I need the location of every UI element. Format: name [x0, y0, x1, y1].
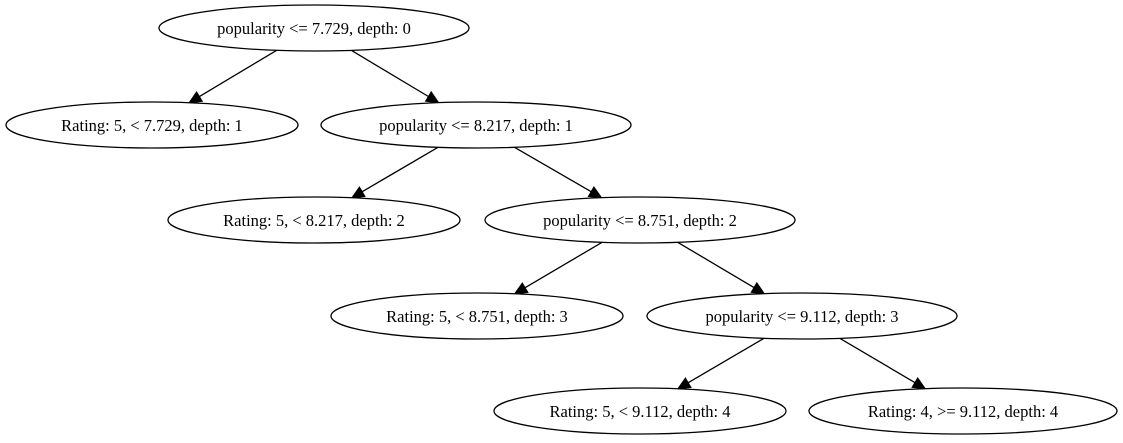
node-ellipse — [646, 292, 958, 340]
node-ellipse — [320, 101, 632, 149]
edge-line — [524, 241, 603, 289]
edge-n6-n7 — [676, 337, 765, 390]
arrowhead-icon — [587, 185, 603, 199]
edge-n2-n3 — [350, 146, 439, 199]
edge-line — [350, 49, 429, 98]
arrowhead-icon — [424, 90, 440, 104]
arrowhead-icon — [188, 90, 204, 104]
edge-n4-n6 — [677, 241, 766, 295]
nodes-layer: popularity <= 7.729, depth: 0 Rating: 5, … — [5, 4, 1118, 435]
arrowhead-icon — [750, 281, 766, 295]
node-ellipse — [493, 387, 787, 435]
edge-n0-n1 — [188, 49, 278, 104]
tree-node-n6: popularity <= 9.112, depth: 3 — [646, 292, 958, 340]
tree-node-n2: popularity <= 8.217, depth: 1 — [320, 101, 632, 149]
node-ellipse — [167, 196, 461, 244]
edge-line — [361, 146, 439, 193]
node-label: Rating: 5, < 9.112, depth: 4 — [549, 402, 730, 421]
node-label: popularity <= 9.112, depth: 3 — [705, 307, 898, 326]
tree-node-n3: Rating: 5, < 8.217, depth: 2 — [167, 196, 461, 244]
edge-line — [687, 337, 765, 384]
edge-line — [839, 337, 916, 384]
edge-n4-n5 — [513, 241, 603, 295]
node-ellipse — [808, 387, 1118, 435]
node-ellipse — [5, 101, 299, 149]
node-ellipse — [484, 196, 796, 244]
tree-node-n7: Rating: 5, < 9.112, depth: 4 — [493, 387, 787, 435]
node-label: Rating: 5, < 7.729, depth: 1 — [61, 116, 243, 135]
tree-node-n1: Rating: 5, < 7.729, depth: 1 — [5, 101, 299, 149]
tree-node-n5: Rating: 5, < 8.751, depth: 3 — [330, 292, 624, 340]
node-label: Rating: 4, >= 9.112, depth: 4 — [868, 402, 1058, 421]
edge-n0-n2 — [350, 49, 440, 104]
node-ellipse — [330, 292, 624, 340]
node-label: Rating: 5, < 8.751, depth: 3 — [386, 307, 568, 326]
node-label: popularity <= 8.751, depth: 2 — [543, 211, 737, 230]
edge-line — [514, 146, 592, 193]
arrowhead-icon — [676, 377, 692, 390]
node-label: Rating: 5, < 8.217, depth: 2 — [223, 211, 405, 230]
tree-node-n4: popularity <= 8.751, depth: 2 — [484, 196, 796, 244]
arrowhead-icon — [350, 186, 366, 199]
arrowhead-icon — [911, 376, 927, 390]
node-label: popularity <= 7.729, depth: 0 — [217, 19, 411, 38]
node-ellipse — [158, 4, 470, 52]
node-label: popularity <= 8.217, depth: 1 — [379, 116, 573, 135]
edge-n6-n8 — [839, 337, 927, 390]
edge-line — [199, 49, 278, 98]
edge-line — [677, 241, 755, 289]
edge-n2-n4 — [514, 146, 603, 199]
tree-node-n0: popularity <= 7.729, depth: 0 — [158, 4, 470, 52]
arrowhead-icon — [513, 282, 529, 295]
tree-node-n8: Rating: 4, >= 9.112, depth: 4 — [808, 387, 1118, 435]
edges-layer — [188, 49, 927, 390]
